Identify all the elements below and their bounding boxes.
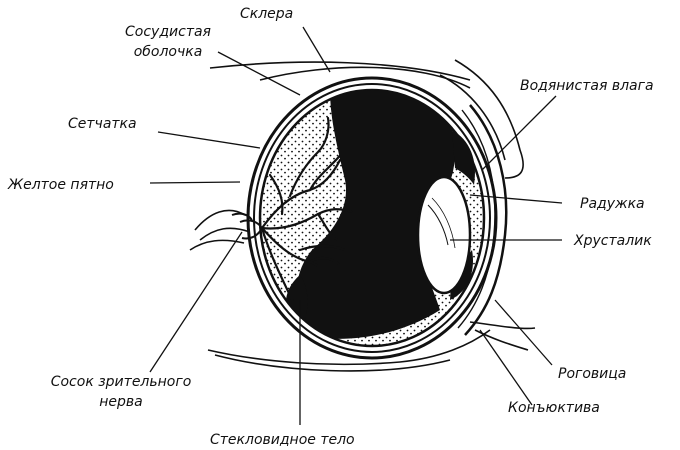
leader-optic-disc	[150, 232, 242, 372]
lens-shape	[418, 177, 470, 293]
leader-cornea	[495, 300, 552, 365]
label-optic-disc: Сосок зрительного нерва	[36, 372, 206, 412]
leader-macula	[150, 182, 240, 183]
label-conjunctiva: Конъюктива	[508, 398, 600, 418]
label-retina: Сетчатка	[68, 114, 137, 134]
label-sclera: Склера	[240, 4, 293, 24]
leader-aqueous	[482, 96, 556, 170]
leader-retina	[158, 132, 260, 148]
label-iris: Радужка	[580, 194, 645, 214]
label-choroid-line2: оболочка	[116, 42, 220, 62]
label-cornea: Роговица	[558, 364, 626, 384]
label-aqueous: Водянистая влага	[520, 76, 654, 96]
label-choroid-line1: Сосудистая	[116, 22, 220, 42]
label-macula: Желтое пятно	[8, 175, 114, 195]
leader-sclera	[303, 27, 330, 72]
label-lens: Хрусталик	[574, 231, 652, 251]
label-choroid: Сосудистая оболочка	[116, 22, 220, 62]
leader-conjunctiva	[480, 330, 532, 405]
label-optic-disc-line1: Сосок зрительного	[36, 372, 206, 392]
label-vitreous: Стекловидное тело	[210, 430, 355, 450]
label-optic-disc-line2: нерва	[36, 392, 206, 412]
